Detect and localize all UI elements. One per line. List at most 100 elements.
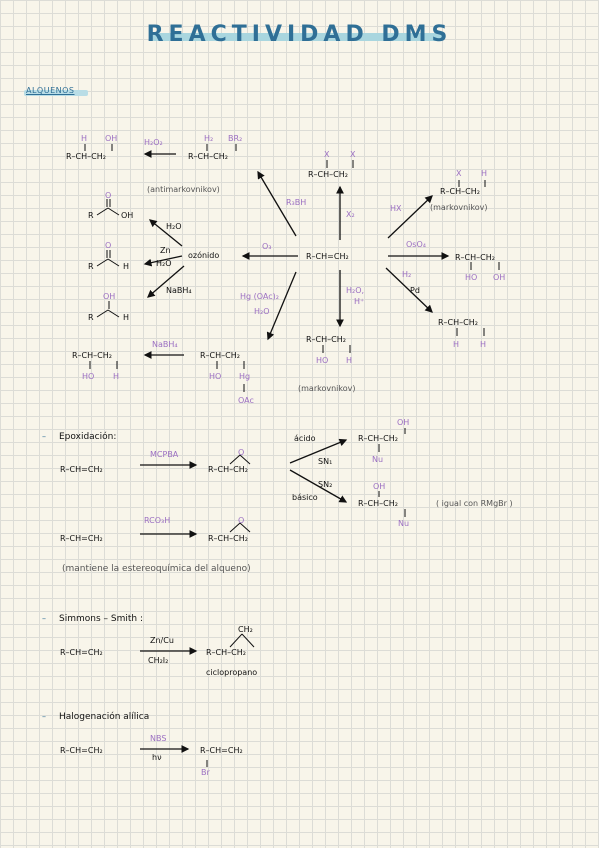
reactant-alkene: R–CH=CH₂	[60, 746, 103, 755]
product-acid-opening: R–CH–CH₂	[358, 434, 398, 443]
reagent-ch2i2: CH₂I₂	[148, 656, 169, 665]
section-heading: ALQUENOS	[26, 86, 75, 95]
label-nu: Nu	[372, 455, 384, 464]
reagent-zn-cu: Zn/Cu	[150, 636, 174, 645]
mechanism-sn2: SN₂	[318, 480, 333, 489]
heading-epoxidation: Epoxidación:	[59, 432, 117, 442]
section-highlight	[24, 90, 88, 96]
label-oh: OH	[105, 134, 118, 143]
label-o: O	[105, 191, 112, 200]
note-rmgbr: ( igual con RMgBr )	[436, 499, 513, 508]
label-h: H	[346, 356, 353, 365]
label-ho: HO	[316, 356, 329, 365]
reagent-rco3h: RCO₃H	[144, 516, 171, 525]
product-dihalide: R–CH–CH₂	[308, 170, 348, 179]
label-x: X	[350, 150, 356, 159]
title-highlight	[150, 33, 443, 41]
reagent-o3: O₃	[262, 242, 272, 251]
reagent-oso4: OsO₄	[406, 240, 426, 249]
reagent-h2o: H₂O	[156, 259, 172, 268]
reagent-hx: HX	[390, 204, 402, 213]
product-epoxide: R–CH–CH₂	[208, 465, 248, 474]
product-organomercury: R–CH–CH₂	[200, 351, 240, 360]
reagent-hg-oac: Hg (OAc)₂	[240, 292, 279, 301]
label-h: H	[480, 340, 487, 349]
reagent-r3bh: R₃BH	[286, 198, 307, 207]
note-markovnikov: (markovnikov)	[298, 384, 356, 393]
reactant-alkene: R–CH=CH₂	[60, 465, 103, 474]
note-markovnikov: (markovnikov)	[430, 203, 488, 212]
product-basic-opening: R–CH–CH₂	[358, 499, 398, 508]
product-epoxide: R–CH–CH₂	[208, 534, 248, 543]
note-antimarkovnikov: (antimarkovnikov)	[147, 185, 220, 194]
label-br: Br	[201, 768, 210, 777]
bullet-dash: –	[42, 432, 46, 441]
reagent-h-plus: H⁺	[354, 297, 365, 306]
reagent-nabh4: NaBH₄	[166, 286, 192, 295]
reagent-mcpba: MCPBA	[150, 450, 179, 459]
label-x: X	[456, 169, 462, 178]
label-ho: HO	[209, 372, 222, 381]
reagent-h2o: H₂O,	[346, 286, 365, 295]
bullet-dash: –	[42, 614, 46, 623]
condition-basic: básico	[292, 493, 318, 502]
reagent-h2: H₂	[402, 270, 412, 279]
note-stereochemistry: (mantiene la estereoquímica del alqueno)	[62, 564, 251, 574]
reagent-h2o: H₂O	[254, 307, 270, 316]
product-cyclopropane: R–CH–CH₂	[206, 648, 246, 657]
arrow-alcohol	[147, 265, 185, 298]
label-oh: OH	[493, 273, 506, 282]
reagent-nbs: NBS	[150, 734, 167, 743]
label-ho: HO	[465, 273, 478, 282]
label-br2: BR₂	[228, 134, 243, 143]
label-r: R	[88, 262, 94, 271]
reagent-nabh4: NaBH₄	[152, 340, 178, 349]
product-markovnikov-alcohol: R–CH–CH₂	[306, 335, 346, 344]
reagent-pd: Pd	[410, 286, 420, 295]
product-alcohol-red: R–CH–CH₂	[72, 351, 112, 360]
label-hg: Hg	[239, 372, 251, 381]
mechanism-sn1: SN₁	[318, 457, 333, 466]
label-h: H	[113, 372, 120, 381]
label-h: H	[123, 313, 130, 322]
label-h: H₂	[204, 134, 214, 143]
product-haloalkane: R–CH–CH₂	[440, 187, 480, 196]
reagent-hv: hν	[152, 753, 162, 762]
label-oh: OH	[373, 482, 386, 491]
page-title: REACTIVIDAD DMS	[146, 22, 453, 47]
arrow-hydroboration	[257, 170, 297, 237]
heading-simmons-smith: Simmons – Smith :	[59, 614, 143, 624]
reactant-alkene: R–CH=CH₂	[60, 648, 103, 657]
product-allylic-bromide: R–CH=CH₂	[200, 746, 243, 755]
label-oh: OH	[121, 211, 134, 220]
arrow-aldehyde	[143, 255, 183, 267]
label-r: R	[88, 313, 94, 322]
product-alkane: R–CH–CH₂	[438, 318, 478, 327]
arrow-acid	[148, 219, 183, 247]
reagent-h2o2: H₂O₂	[144, 138, 163, 147]
label-x: X	[324, 150, 330, 159]
label-h: H	[453, 340, 460, 349]
reagent-zn: Zn	[160, 246, 171, 255]
label-h: H	[81, 134, 88, 143]
heading-halogenation: Halogenación alílica	[59, 712, 150, 722]
label-ch2: CH₂	[238, 625, 253, 634]
product-borane: R–CH–CH₂	[188, 152, 228, 161]
reagent-x2: X₂	[346, 210, 355, 219]
label-h: H	[123, 262, 130, 271]
reagent-h2o: H₂O	[166, 222, 182, 231]
condition-acid: ácido	[294, 434, 316, 443]
label-oh: OH	[103, 292, 116, 301]
arrow-acid-opening	[289, 438, 348, 464]
label-cyclopropane: ciclopropano	[206, 668, 258, 677]
intermediate-ozonide: ozónido	[188, 251, 220, 260]
bullet-dash: –	[42, 712, 46, 721]
label-r: R	[88, 211, 94, 220]
product-alcohol-anti: R–CH–CH₂	[66, 152, 106, 161]
reactant-alkene: R–CH=CH₂	[60, 534, 103, 543]
label-oh: OH	[397, 418, 410, 427]
label-oac: OAc	[238, 396, 254, 405]
arrow-hx	[387, 195, 433, 239]
arrow-oxymercuration	[266, 271, 297, 341]
